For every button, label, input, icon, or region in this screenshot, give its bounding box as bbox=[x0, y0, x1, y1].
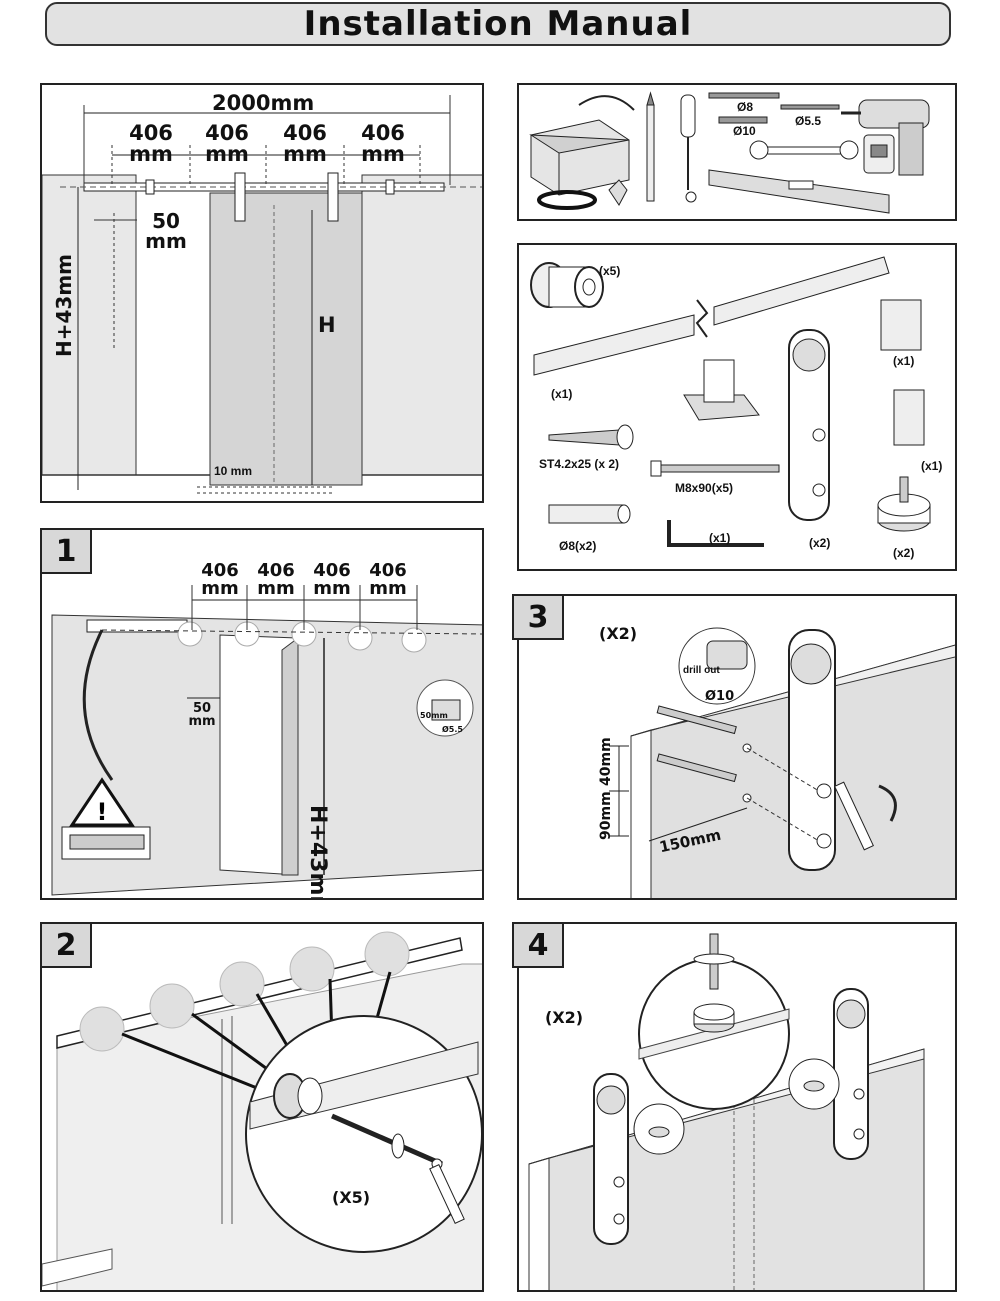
hanger-qty: (x2) bbox=[809, 536, 831, 550]
s1-drill-dia: Ø5.5 bbox=[442, 725, 463, 734]
tools-drawing bbox=[529, 91, 930, 214]
step4-right-hanger-icon bbox=[833, 988, 869, 1160]
rail-qty: (x1) bbox=[551, 387, 573, 401]
bolt-icon bbox=[650, 460, 780, 477]
spacer-qty: (x5) bbox=[599, 264, 621, 278]
parts-panel: (x5) (x1) (x1) (x1) ST4.2x25 (x 2) M8x90… bbox=[517, 243, 957, 571]
screwdriver-icon bbox=[680, 94, 697, 203]
step4-wheel-stop-icon bbox=[693, 1003, 735, 1033]
screw-icon bbox=[548, 424, 634, 450]
overview-drawing bbox=[42, 95, 482, 494]
total-height-label: H+43mm bbox=[52, 253, 76, 357]
s4-count: (X2) bbox=[545, 1008, 584, 1027]
bolt-label: M8x90(x5) bbox=[675, 481, 734, 495]
wheel-stop-icon bbox=[877, 476, 931, 532]
hex-key-icon bbox=[667, 520, 764, 547]
tape-measure-icon bbox=[863, 134, 895, 174]
guide-qty-2: (x1) bbox=[921, 459, 943, 473]
title-bar: Installation Manual bbox=[45, 2, 951, 46]
step3-hanger-icon bbox=[788, 629, 836, 871]
drill-bit-icon bbox=[708, 92, 840, 124]
s1-drill-depth: 50mm bbox=[420, 711, 448, 720]
hex-key-qty: (x1) bbox=[709, 531, 731, 545]
spacer-icon bbox=[530, 262, 604, 308]
screw-label: ST4.2x25 (x 2) bbox=[539, 457, 620, 471]
warning-icon: ! bbox=[69, 777, 135, 827]
s3-drill-dia: Ø10 bbox=[705, 689, 735, 704]
step-4-drawing bbox=[528, 933, 925, 1290]
drill-bit-10-label: Ø10 bbox=[733, 124, 756, 138]
s1-height-label: H+43mm bbox=[305, 805, 330, 900]
s3-count: (X2) bbox=[599, 624, 638, 643]
step-1-number: 1 bbox=[40, 528, 92, 574]
page-title: Installation Manual bbox=[303, 4, 693, 44]
rail-icon bbox=[533, 256, 890, 376]
s3-drill-note: drill out bbox=[683, 665, 720, 676]
step3-wrench-icon bbox=[834, 781, 897, 851]
hanger-icon bbox=[788, 329, 830, 521]
drill-bit-8-label: Ø8 bbox=[737, 100, 754, 114]
door-height-label: H bbox=[318, 313, 336, 337]
step4-screw-icon bbox=[693, 933, 735, 990]
wall-anchor-icon bbox=[548, 504, 631, 524]
wheel-stop-qty: (x2) bbox=[893, 546, 915, 560]
step-2-drawing bbox=[42, 931, 482, 1290]
toolbox-icon bbox=[529, 95, 635, 196]
tools-panel: Ø8 Ø10 Ø5.5 bbox=[517, 83, 957, 221]
svg-text:!: ! bbox=[97, 798, 108, 826]
wrench-icon bbox=[749, 140, 859, 160]
step-4-panel: (X2) bbox=[517, 922, 957, 1292]
step-1-drawing: ! bbox=[51, 585, 482, 896]
spirit-level-icon bbox=[708, 169, 890, 214]
gap-label: 10 mm bbox=[214, 464, 253, 478]
s2-count: (X5) bbox=[332, 1188, 371, 1207]
power-drill-icon bbox=[841, 99, 930, 176]
drill-bit-5-5-label: Ø5.5 bbox=[795, 114, 822, 128]
pencil-icon bbox=[646, 91, 655, 202]
s3-dim-90: 90mm bbox=[598, 791, 614, 840]
step2-wrench-icon bbox=[429, 1164, 465, 1224]
step-2-number: 2 bbox=[40, 922, 92, 968]
step-3-panel: (X2) drill out Ø10 40mm 90mm 150mm bbox=[517, 594, 957, 900]
step-4-number: 4 bbox=[512, 922, 564, 968]
step2-spacer-icon bbox=[273, 1073, 323, 1119]
step4-left-hanger-icon bbox=[593, 1073, 629, 1245]
step-2-panel: (X5) bbox=[40, 922, 484, 1292]
step-3-drawing bbox=[609, 627, 955, 898]
stopper-icon bbox=[683, 359, 760, 421]
total-width-label: 2000mm bbox=[212, 91, 315, 115]
s3-dim-40: 40mm bbox=[598, 737, 614, 786]
floor-guide-icon bbox=[880, 299, 925, 446]
parts-drawing bbox=[530, 256, 931, 547]
step-3-number: 3 bbox=[512, 594, 564, 640]
guide-qty-1: (x1) bbox=[893, 354, 915, 368]
anchor-label: Ø8(x2) bbox=[559, 539, 597, 553]
